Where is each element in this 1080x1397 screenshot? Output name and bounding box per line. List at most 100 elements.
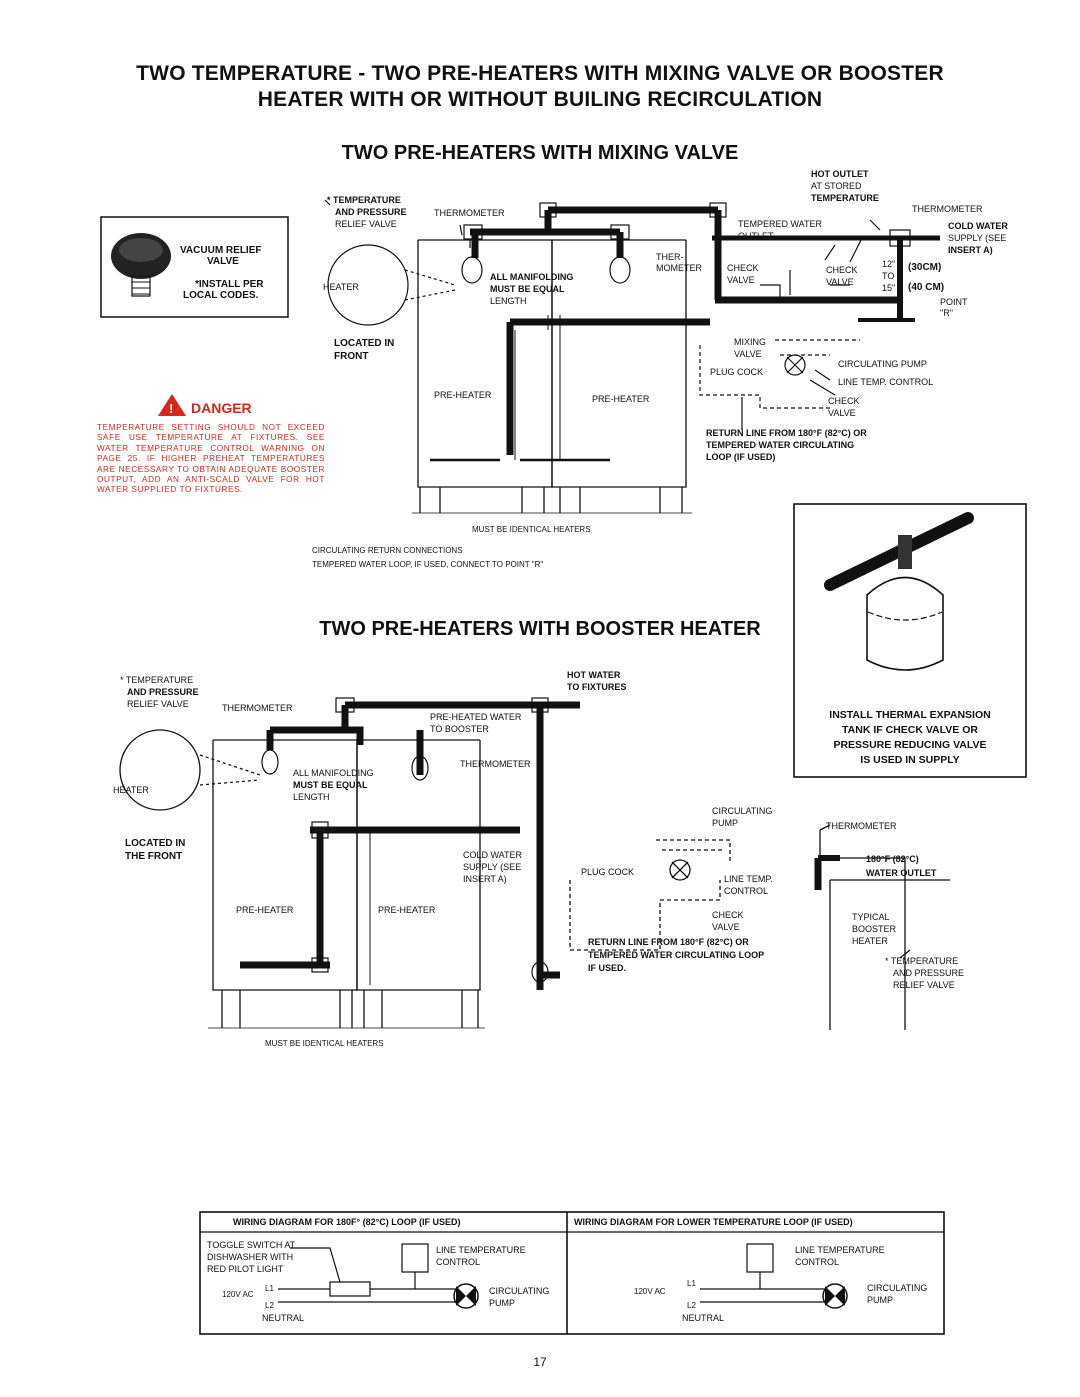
d1-cm-1: (30cm) [908, 262, 942, 273]
d2-cold-water-3: INSERT A) [463, 874, 507, 884]
d2-temp-pressure2-2: AND PRESSURE [893, 968, 965, 978]
d1-mixing-2: VALVE [734, 349, 762, 359]
d1-distance-1: 12" [882, 259, 896, 269]
section2-title: TWO PRE-HEATERS WITH BOOSTER HEATER [319, 618, 761, 640]
d1-located-2: FRONT [334, 351, 369, 362]
d2-plug-cock: PLUG COCK [581, 867, 635, 877]
circulating-pump-icon-right [822, 1283, 848, 1309]
d1-return-2: TEMPERED WATER CIRCULATING [706, 440, 855, 450]
d1-return-3: LOOP (IF USED) [706, 452, 776, 462]
wl-toggle-1: TOGGLE SWITCH AT [207, 1240, 296, 1250]
d1-thermometer3: THERMOMETER [912, 204, 983, 214]
d1-point-r-2: "R" [940, 308, 953, 318]
d1-tempered-water-1: TEMPERED WATER [738, 219, 823, 229]
d1-circ-return-1: CIRCULATING RETURN CONNECTIONS [312, 546, 463, 555]
install-note2: LOCAL CODES. [183, 290, 259, 301]
d1-return-1: RETURN LINE FROM 180°F (82°C) OR [706, 428, 867, 438]
d2-temp-pressure2-3: RELIEF VALVE [893, 980, 955, 990]
d2-water-outlet-1: 180°F (82°C) [866, 854, 919, 864]
wr-line-temp-1: LINE TEMPERATURE [795, 1245, 885, 1255]
d2-line-temp-2: CONTROL [724, 886, 769, 896]
d1-point-r-1: POINT [940, 297, 968, 307]
preheater-right-outline [551, 240, 687, 488]
d2-temp-pressure-2: AND PRESSURE [127, 687, 199, 697]
wl-pump-2: PUMP [489, 1298, 516, 1308]
d1-distance-2: TO [882, 271, 895, 281]
d1-manifolding-2: MUST BE EQUAL [490, 284, 565, 294]
d2-heater: HEATER [113, 785, 149, 795]
d2-preheated-1: PRE-HEATED WATER [430, 712, 522, 722]
d1-plug-cock: PLUG COCK [710, 367, 764, 377]
d1-temp-pressure-2: AND PRESSURE [335, 207, 407, 217]
vacuum-relief-box [100, 216, 289, 318]
wiring-left-heading: WIRING DIAGRAM FOR 180F° (82°C) LOOP (IF… [233, 1217, 461, 1227]
wr-l1: L1 [687, 1279, 696, 1288]
d1-temp-pressure-1: * TEMPERATURE [327, 195, 401, 205]
d2-check-1: CHECK [712, 910, 744, 920]
wl-l1: L1 [265, 1284, 274, 1293]
wl-120v: 120V AC [222, 1290, 254, 1299]
d1-thermometer2-1: THER- [656, 252, 684, 262]
d1-circ-return-2: TEMPERED WATER LOOP, IF USED, CONNECT TO… [312, 560, 544, 569]
d1-cm-2: (40 cm) [908, 282, 945, 293]
expansion-line2: TANK IF CHECK VALVE OR [842, 724, 978, 736]
d1-cold-water-2: SUPPLY (SEE [948, 233, 1007, 243]
wr-line-temp-2: CONTROL [795, 1257, 840, 1267]
d1-located-1: LOCATED IN [334, 338, 395, 349]
wl-toggle-2: DISHWASHER WITH [207, 1252, 294, 1262]
expansion-line4: IS USED IN SUPPLY [860, 754, 960, 766]
danger-text: TEMPERATURE SETTING SHOULD NOT EXCEED SA… [97, 423, 325, 495]
d2-thermometer: THERMOMETER [222, 703, 293, 713]
d2-preheated-2: TO BOOSTER [430, 724, 489, 734]
d2-booster-2: BOOSTER [852, 924, 897, 934]
expansion-line1: INSTALL THERMAL EXPANSION [829, 709, 991, 721]
expansion-line3: PRESSURE REDUCING VALVE [833, 739, 987, 751]
d1-temp-pressure-3: RELIEF VALVE [335, 219, 397, 229]
d1-identical: MUST BE IDENTICAL HEATERS [472, 525, 591, 534]
wiring-box [199, 1211, 945, 1335]
booster-heater-outline [829, 879, 906, 1030]
wiring-right-heading: WIRING DIAGRAM FOR LOWER TEMPERATURE LOO… [574, 1217, 853, 1227]
d1-check3-1: CHECK [828, 396, 860, 406]
wr-pump-1: CIRCULATING [867, 1283, 928, 1293]
d1-check1-2: VALVE [727, 275, 755, 285]
d1-manifolding-3: LENGTH [490, 296, 527, 306]
expansion-tank-box [793, 503, 1027, 778]
wl-line-temp-1: LINE TEMPERATURE [436, 1245, 526, 1255]
d2-manifolding-3: LENGTH [293, 792, 330, 802]
wr-neutral: NEUTRAL [682, 1313, 725, 1323]
d2-thermometer2: THERMOMETER [460, 759, 531, 769]
danger-icon: ! [158, 394, 186, 416]
d2-return-3: IF USED. [588, 963, 627, 973]
d1-check2-1: CHECK [826, 265, 858, 275]
d1-hot-outlet-2: AT STORED [811, 181, 862, 191]
page-number: 17 [533, 1355, 547, 1369]
d1-thermometer2-2: MOMETER [656, 263, 702, 273]
d2-check-2: VALVE [712, 922, 740, 932]
d2-line-temp-1: LINE TEMP. [724, 874, 773, 884]
wl-l2: L2 [265, 1301, 274, 1310]
d2-circ-pump-2: PUMP [712, 818, 739, 828]
d2-temp-pressure2-1: * TEMPERATURE [885, 956, 959, 966]
d1-check3-2: VALVE [828, 408, 856, 418]
d2-preheater-right: PRE-HEATER [378, 905, 436, 915]
d1-distance-3: 15" [882, 283, 896, 293]
d1-cold-water-1: COLD WATER [948, 221, 1008, 231]
danger-heading: DANGER [191, 400, 252, 416]
wr-120v: 120V AC [634, 1287, 666, 1296]
d1-mixing-1: MIXING [734, 337, 767, 347]
d2-located-2: THE FRONT [125, 851, 183, 862]
wl-line-temp-2: CONTROL [436, 1257, 481, 1267]
d1-heater: HEATER [323, 282, 359, 292]
d1-hot-outlet-1: HOT OUTLET [811, 169, 869, 179]
d2-identical: MUST BE IDENTICAL HEATERS [265, 1039, 384, 1048]
d1-cold-water-3: INSERT A) [948, 245, 993, 255]
wl-neutral: NEUTRAL [262, 1313, 305, 1323]
d1-manifolding-1: ALL MANIFOLDING [490, 272, 574, 282]
d2-circ-pump-1: CIRCULATING [712, 806, 773, 816]
vacuum-relief-label2: VALVE [207, 256, 239, 267]
d2-return-2: TEMPERED WATER CIRCULATING LOOP [588, 950, 765, 960]
d2-manifolding-1: ALL MANIFOLDING [293, 768, 374, 778]
vacuum-relief-label: VACUUM RELIEF [180, 245, 262, 256]
